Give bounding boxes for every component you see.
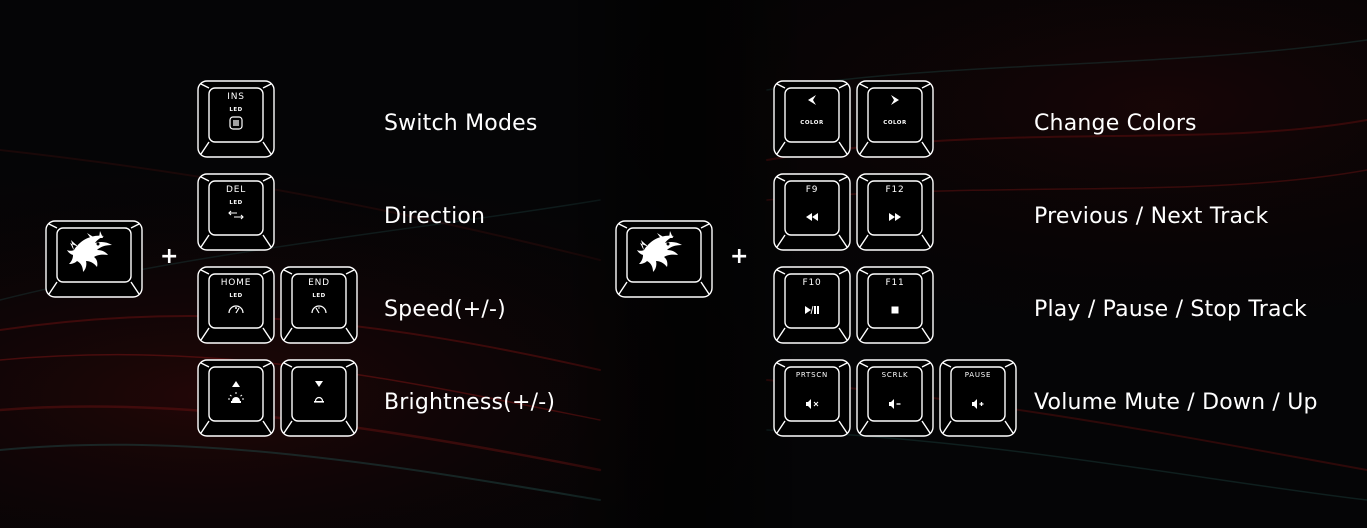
keycap-scrlk: SCRLK xyxy=(856,359,934,437)
shortcut-label: Switch Modes xyxy=(384,111,538,136)
key-sublegend: LED xyxy=(229,200,243,206)
arrow-right-icon xyxy=(856,94,934,109)
msi-dragon-logo-icon xyxy=(45,230,143,283)
key-legend: END xyxy=(308,278,330,288)
msi-modifier-key xyxy=(45,220,143,298)
key-sublegend: COLOR xyxy=(883,120,907,126)
msi-modifier-key xyxy=(615,220,713,298)
gauge-down-icon xyxy=(280,302,358,317)
shortcut-label: Direction xyxy=(384,204,486,229)
key-sublegend: LED xyxy=(229,293,243,299)
key-sublegend: LED xyxy=(229,107,243,113)
key-legend: DEL xyxy=(225,185,247,195)
msi-dragon-logo-icon xyxy=(615,230,713,283)
key-legend: SCRLK xyxy=(881,371,909,379)
volume-up-icon xyxy=(939,399,1017,412)
keycap-f12: F12 xyxy=(856,173,934,251)
direction-arrows-icon xyxy=(197,209,275,224)
keycap-end: END LED xyxy=(280,266,358,344)
keycap-arrow-right: COLOR xyxy=(856,80,934,158)
keycap-home: HOME LED xyxy=(197,266,275,344)
key-legend: PAUSE xyxy=(964,371,992,379)
key-legend: F10 xyxy=(802,278,822,288)
key-legend: F12 xyxy=(885,185,905,195)
plus-sign: + xyxy=(730,244,749,269)
keycap-ins: INS LED xyxy=(197,80,275,158)
rewind-icon xyxy=(773,213,851,224)
fast-forward-icon xyxy=(856,213,934,224)
keycap-pause: PAUSE xyxy=(939,359,1017,437)
shortcut-label: Brightness(+/-) xyxy=(384,390,556,415)
keycap-f10: F10 xyxy=(773,266,851,344)
shortcut-label: Speed(+/-) xyxy=(384,297,506,322)
shortcut-label: Change Colors xyxy=(1034,111,1197,136)
brightness-up-icon xyxy=(197,379,275,410)
key-legend: F9 xyxy=(805,185,819,195)
shortcut-label: Previous / Next Track xyxy=(1034,204,1269,229)
volume-down-icon xyxy=(856,399,934,412)
keycap-prtscn: PRTSCN xyxy=(773,359,851,437)
keycap-f9: F9 xyxy=(773,173,851,251)
play-pause-icon xyxy=(773,305,851,317)
gauge-up-icon xyxy=(197,302,275,317)
key-legend: HOME xyxy=(220,278,252,288)
shortcut-label: Volume Mute / Down / Up xyxy=(1034,390,1318,415)
key-sublegend: LED xyxy=(312,293,326,299)
key-legend: PRTSCN xyxy=(795,371,829,379)
keycap-brightness-down xyxy=(280,359,358,437)
keycap-arrow-left: COLOR xyxy=(773,80,851,158)
menu-lines-icon xyxy=(197,116,275,133)
key-legend: INS xyxy=(227,92,245,102)
shortcut-label: Play / Pause / Stop Track xyxy=(1034,297,1307,322)
plus-sign: + xyxy=(160,244,179,269)
arrow-left-icon xyxy=(773,94,851,109)
keycap-f11: F11 xyxy=(856,266,934,344)
keycap-brightness-up xyxy=(197,359,275,437)
brightness-down-icon xyxy=(280,379,358,410)
key-sublegend: COLOR xyxy=(800,120,824,126)
keycap-del: DEL LED xyxy=(197,173,275,251)
key-legend: F11 xyxy=(885,278,905,288)
volume-mute-icon xyxy=(773,399,851,412)
stop-icon xyxy=(856,306,934,317)
